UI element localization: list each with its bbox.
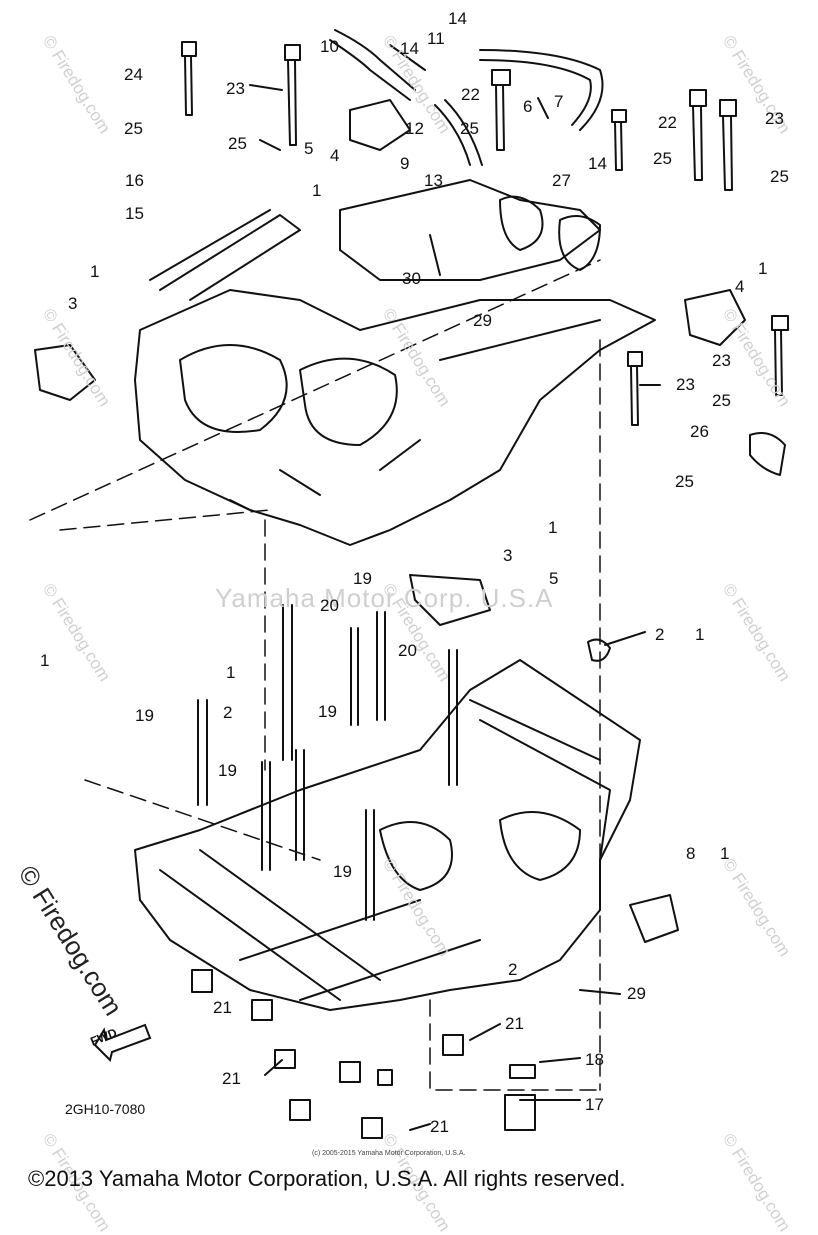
callout-25: 25 [653,149,672,168]
diagram-code: 2GH10-7080 [65,1101,146,1117]
callout-29: 29 [473,311,492,330]
callout-3: 3 [503,546,513,565]
callout-1: 1 [226,663,236,682]
callout-2: 2 [223,703,233,722]
callout-10: 10 [320,37,339,56]
callout-11: 11 [427,29,445,48]
callout-5: 5 [549,569,559,588]
callout-16: 16 [125,171,144,190]
callout-2: 2 [508,960,518,979]
callout-14: 14 [448,9,467,28]
callout-12: 12 [405,119,424,138]
callout-14: 14 [400,39,419,58]
callout-1: 1 [695,625,705,644]
callout-21: 21 [213,998,232,1017]
callout-19: 19 [353,569,372,588]
callout-22: 22 [658,113,677,132]
fwd-arrow [93,1023,152,1062]
callout-26: 26 [690,422,709,441]
callout-1: 1 [312,181,322,200]
lower-crankcase [134,659,641,1011]
callout-1: 1 [548,518,558,537]
callout-19: 19 [333,862,352,881]
callout-22: 22 [461,85,480,104]
callout-19: 19 [318,702,337,721]
exploded-parts-diagram [29,29,789,1139]
callout-18: 18 [585,1050,604,1069]
callout-20: 20 [320,596,339,615]
callout-1: 1 [90,262,100,281]
callout-1: 1 [720,844,730,863]
callout-23: 23 [712,351,731,370]
callout-25: 25 [712,391,731,410]
callout-9: 9 [400,154,410,173]
callout-25: 25 [228,134,247,153]
callout-1: 1 [758,259,768,278]
callout-19: 19 [218,761,237,780]
callout-15: 15 [125,204,144,223]
callout-1: 1 [40,651,50,670]
callout-2: 2 [655,625,665,644]
callout-8: 8 [686,844,696,863]
callout-24: 24 [124,65,143,84]
callout-21: 21 [222,1069,241,1088]
callout-19: 19 [135,706,154,725]
callout-30: 30 [402,269,421,288]
upper-crankcase [134,289,656,546]
callout-5: 5 [304,139,314,158]
copyright-footer: ©2013 Yamaha Motor Corporation, U.S.A. A… [28,1166,626,1191]
callout-13: 13 [424,171,443,190]
callout-4: 4 [735,277,745,296]
callout-25: 25 [460,119,479,138]
callout-21: 21 [505,1014,524,1033]
callout-7: 7 [554,92,564,111]
callout-17: 17 [585,1095,604,1114]
small-copyright: (c) 2005-2015 Yamaha Motor Corporation, … [312,1150,466,1157]
callout-3: 3 [68,294,78,313]
callout-14: 14 [588,154,607,173]
callout-29: 29 [627,984,646,1003]
callout-27: 27 [552,171,571,190]
callout-25: 25 [770,167,789,186]
callout-4: 4 [330,146,340,165]
callout-23: 23 [765,109,784,128]
callout-25: 25 [124,119,143,138]
center-watermark: Yamaha Motor Corp. U.S.A [215,583,554,613]
callout-20: 20 [398,641,417,660]
callout-23: 23 [676,375,695,394]
callout-23: 23 [226,79,245,98]
callout-6: 6 [523,97,533,116]
callout-25: 25 [675,472,694,491]
callout-21: 21 [430,1117,449,1136]
